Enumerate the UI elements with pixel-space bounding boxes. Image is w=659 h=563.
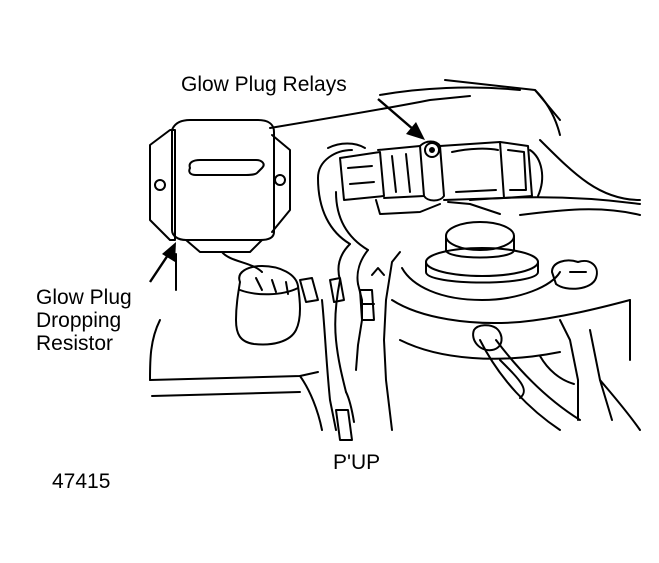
wiring-harness	[299, 142, 385, 441]
dropping-resistor	[149, 119, 291, 253]
resistor-leader-arrow	[149, 242, 176, 283]
glow-plug-relays-label: Glow Plug Relays	[181, 73, 347, 96]
figure-number: 47415	[52, 470, 111, 493]
resistor-connector	[221, 251, 301, 346]
small-cap	[551, 259, 598, 290]
dropping-resistor-label: Glow Plug Dropping Resistor	[36, 286, 132, 355]
relays-leader-arrow	[377, 98, 425, 140]
fender-panel	[149, 253, 323, 431]
resistor-label-line-1: Glow Plug	[36, 286, 132, 309]
resistor-label-line-3: Resistor	[36, 332, 114, 355]
resistor-label-line-2: Dropping	[36, 309, 122, 332]
engine-block	[383, 251, 641, 431]
glow-plug-relays	[339, 140, 544, 215]
vehicle-model-label: P'UP	[333, 451, 381, 474]
reservoir-cap	[401, 221, 561, 301]
